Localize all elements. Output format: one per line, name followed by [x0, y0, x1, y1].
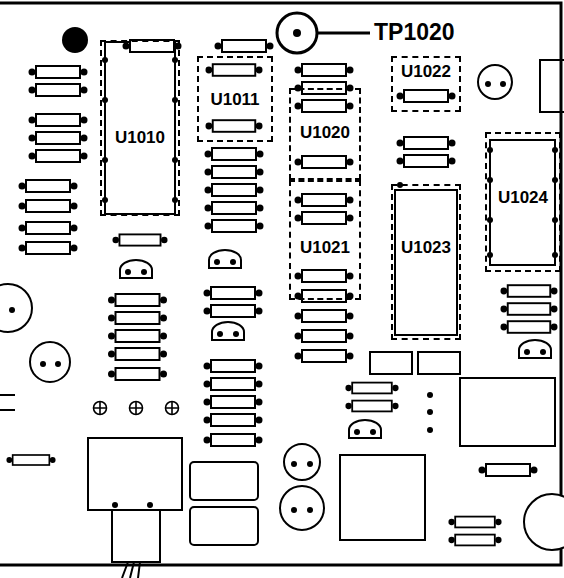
ic-pins — [102, 57, 558, 508]
ic-outline: U1020 — [289, 88, 361, 180]
wires — [0, 395, 140, 578]
part-label: U1010 — [113, 128, 167, 148]
transistors — [120, 250, 551, 438]
ic-outline: U1024 — [485, 132, 561, 272]
resistors — [6, 40, 557, 545]
part-label: U1022 — [399, 62, 453, 82]
ic-outline: U1022 — [391, 56, 461, 112]
tp1020-pad — [277, 13, 370, 53]
test-point-label: TP1020 — [374, 19, 455, 45]
ic-bodies — [88, 42, 564, 562]
ic-outline: U1010 — [100, 40, 180, 216]
ic-outline: U1011 — [197, 56, 273, 142]
part-label: U1020 — [298, 123, 352, 143]
part-label: U1021 — [298, 238, 352, 258]
ic-outline: U1023 — [391, 184, 461, 340]
capacitor-pads — [9, 81, 506, 513]
part-label: U1011 — [208, 90, 261, 110]
capacitors — [0, 65, 564, 550]
board-frame — [0, 3, 561, 565]
ic-outline: U1021 — [289, 180, 361, 300]
part-label: U1024 — [496, 188, 550, 208]
part-label: U1023 — [399, 238, 453, 258]
test-points — [62, 27, 179, 415]
